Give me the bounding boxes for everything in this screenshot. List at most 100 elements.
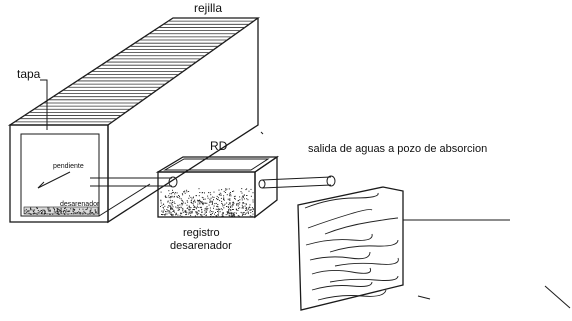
sediment-grain — [63, 209, 65, 211]
rd-sediment-grain — [208, 204, 210, 206]
rd-sediment-grain — [166, 213, 168, 215]
rd-sediment-grain — [189, 208, 191, 210]
sediment-grain — [49, 209, 51, 211]
rd-sediment-grain — [188, 205, 190, 207]
sediment-grain — [58, 209, 60, 211]
rd-sediment-grain — [171, 208, 173, 210]
rd-sediment-grain — [213, 205, 215, 207]
rd-sediment-grain — [252, 209, 254, 211]
rd-sediment-grain — [200, 201, 202, 203]
sediment-grain — [52, 213, 53, 215]
trench-floor-edge — [98, 183, 151, 217]
rd-sediment-grain — [160, 199, 162, 201]
rd-sediment-grain — [175, 212, 177, 214]
sediment-grain — [94, 209, 96, 211]
rd-sediment-grain — [187, 213, 189, 215]
rd-sediment-grain — [172, 211, 174, 212]
rd-sediment-grain — [175, 214, 177, 216]
rd-sediment-grain — [196, 205, 198, 207]
rd-sediment-grain — [223, 199, 225, 201]
rd-sediment-grain — [233, 215, 235, 216]
rd-sediment-grain — [173, 201, 175, 203]
rd-sediment-grain — [191, 198, 193, 200]
rd-sediment-grain — [246, 188, 248, 190]
rd-sediment-grain — [243, 212, 244, 214]
rd-sediment-grain — [198, 188, 200, 190]
rd-sediment-grain — [177, 205, 179, 207]
rd-sediment-grain — [205, 208, 207, 210]
rd-sediment-grain — [228, 204, 230, 206]
sediment-grain — [30, 214, 32, 215]
rd-sediment-grain — [169, 193, 171, 195]
rd-sediment-grain — [194, 201, 196, 203]
rd-sediment-grain — [241, 214, 243, 216]
rd-sediment-grain — [204, 212, 206, 214]
rd-sediment-grain — [241, 188, 243, 190]
sediment-grain — [67, 213, 69, 215]
rd-sediment-grain — [233, 213, 235, 215]
sediment-grain — [85, 212, 87, 214]
rd-sediment-grain — [230, 209, 232, 211]
rd-sediment-grain — [252, 199, 254, 201]
sediment-grain — [30, 208, 32, 210]
rd-sediment-grain — [218, 212, 220, 214]
rd-sediment-grain — [182, 208, 184, 210]
sediment-grain — [53, 211, 55, 213]
rd-sediment-grain — [234, 198, 236, 199]
rd-sediment-grain — [233, 202, 235, 204]
sediment-grain — [36, 207, 38, 209]
rd-sediment-grain — [221, 215, 223, 217]
rd-sediment-grain — [181, 204, 183, 206]
rd-sediment-grain — [195, 195, 197, 197]
sediment-grain — [67, 211, 69, 213]
rd-sediment-grain — [161, 204, 163, 206]
rd-sediment-grain — [248, 207, 250, 209]
stratum-line — [311, 281, 373, 291]
rd-sediment-grain — [179, 204, 181, 206]
sediment-grain — [82, 212, 84, 214]
rd-sediment-grain — [228, 215, 230, 217]
rd-sediment-grain — [211, 202, 213, 203]
rd-sediment-grain — [165, 196, 166, 198]
rd-sediment-grain — [246, 195, 248, 196]
rd-sediment-grain — [164, 214, 166, 216]
rd-sediment-grain — [177, 214, 179, 216]
rd-sediment-grain — [248, 190, 250, 192]
rd-sediment-grain — [169, 210, 171, 212]
edge-mark — [544, 285, 571, 309]
rd-sediment-grain — [220, 193, 222, 195]
rd-sediment-grain — [241, 207, 243, 209]
rd-sediment-grain — [219, 209, 221, 211]
rd-sediment-grain — [225, 214, 227, 216]
rd-sediment-grain — [232, 204, 234, 206]
sediment-grain — [84, 212, 86, 213]
rd-sediment-grain — [194, 199, 196, 201]
sediment-grain — [32, 213, 34, 215]
rd-sediment-grain — [204, 198, 206, 200]
rd-sediment-grain — [232, 203, 234, 205]
rejilla-grating — [14, 20, 254, 123]
sediment-grain — [30, 209, 32, 211]
rd-sediment-grain — [193, 196, 194, 198]
sediment-grain — [86, 208, 88, 210]
rd-sediment-grain — [193, 201, 195, 203]
rd-sediment-grain — [229, 202, 231, 204]
sediment-grain — [61, 211, 63, 212]
rd-sediment-grain — [199, 202, 201, 204]
rd-sediment-grain — [162, 206, 164, 208]
label-registro: registro — [183, 227, 220, 239]
rd-sediment-grain — [172, 208, 174, 210]
rd-sediment-grain — [177, 209, 179, 211]
rd-sediment-grain — [201, 211, 203, 213]
rd-sediment-grain — [245, 204, 247, 206]
rd-sediment-grain — [229, 192, 231, 193]
sediment-grain — [94, 210, 96, 212]
stratum-line — [329, 239, 399, 253]
rd-sediment-grain — [223, 190, 225, 192]
sediment-grain — [69, 210, 71, 212]
rd-sediment-grain — [229, 198, 231, 200]
rd-sediment-grain — [245, 207, 247, 209]
sediment-grain — [60, 211, 62, 213]
rd-sediment-grain — [210, 215, 212, 217]
sediment-grain — [92, 213, 94, 215]
